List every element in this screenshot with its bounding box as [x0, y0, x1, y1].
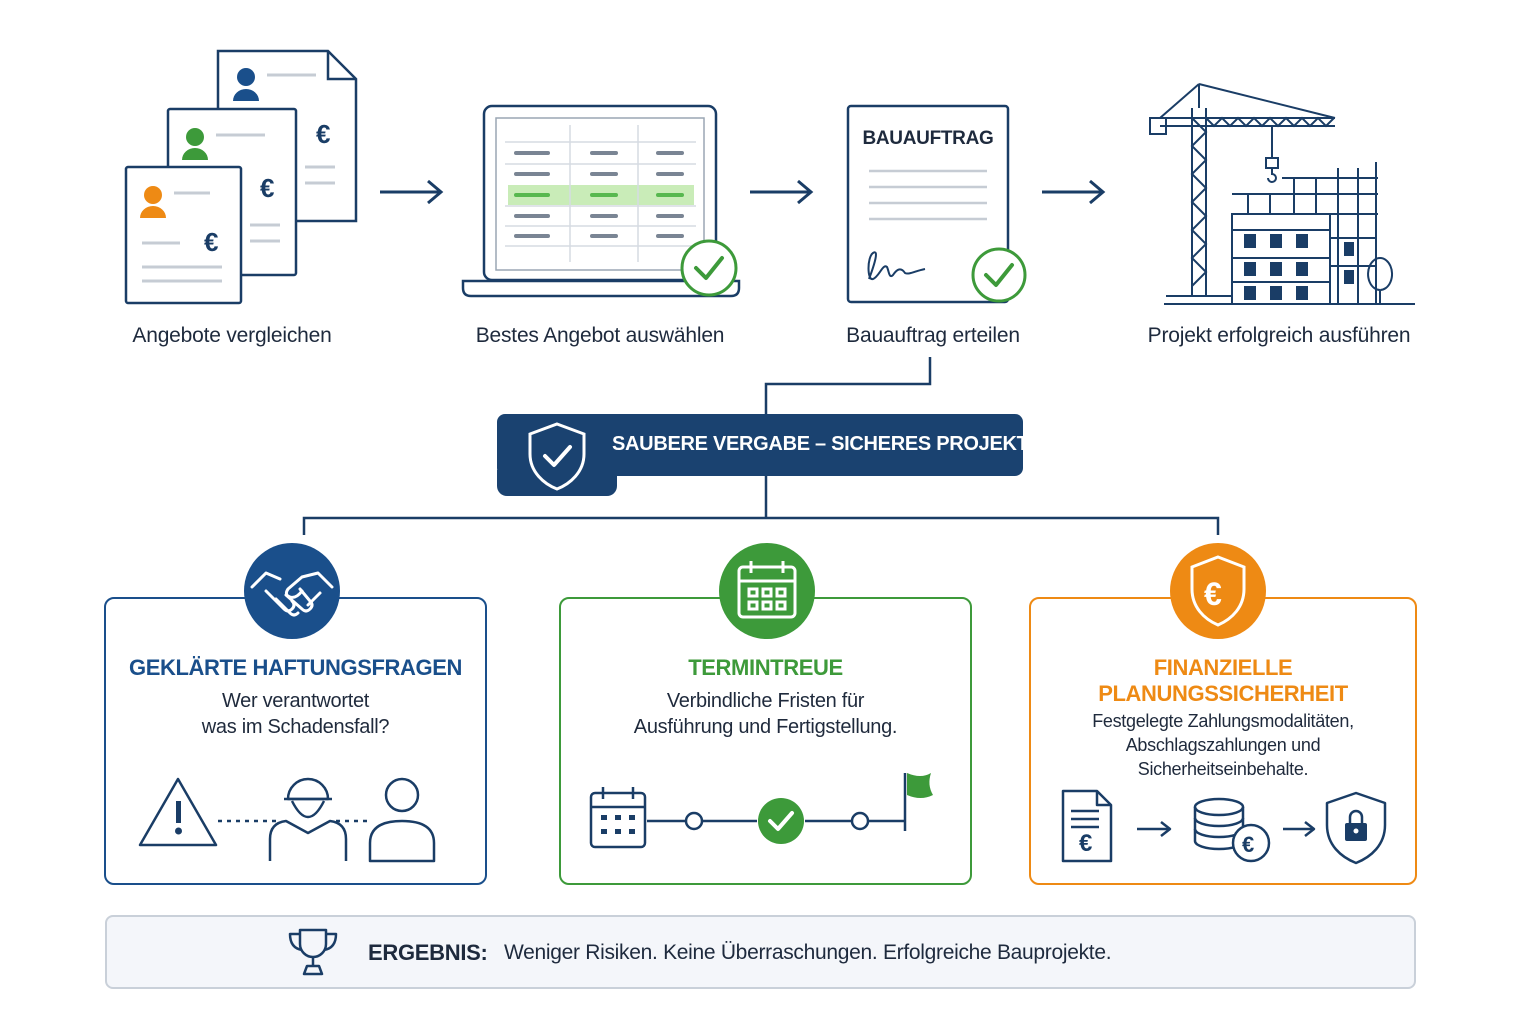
step-label-award: Bauauftrag erteilen — [846, 324, 1020, 347]
card-title: PLANUNGSSICHERHEIT — [1098, 681, 1348, 706]
card-liability: GEKLÄRTE HAFTUNGSFRAGEN Wer verantwortet… — [104, 597, 487, 885]
card-financial: FINANZIELLE PLANUNGSSICHERHEIT Festgeleg… — [1029, 597, 1417, 885]
banner-tab — [497, 470, 617, 496]
contract-document-icon — [845, 103, 1035, 308]
currency-symbol: € — [1242, 832, 1254, 857]
contract-title: BAUAUFTRAG — [862, 128, 994, 149]
currency-symbol: € — [204, 227, 218, 257]
currency-symbol: € — [260, 173, 274, 203]
card-description-line: was im Schadensfall? — [201, 716, 390, 738]
card-title: TERMINTREUE — [688, 655, 843, 680]
payment-flow-icon: € € — [1061, 789, 1387, 865]
construction-crane-icon — [1140, 78, 1425, 310]
card-schedule: TERMINTREUE Verbindliche Fristen für Aus… — [559, 597, 972, 885]
card-description-line: Ausführung und Fertigstellung. — [633, 716, 898, 738]
liability-people-icon — [138, 777, 436, 863]
card-description-line: Verbindliche Fristen für — [666, 690, 865, 712]
card-description-line: Festgelegte Zahlungsmodalitäten, — [1092, 711, 1354, 731]
step-label-compare: Angebote vergleichen — [132, 324, 332, 347]
card-description-line: Abschlagszahlungen und — [1125, 735, 1321, 755]
currency-symbol: € — [1204, 576, 1222, 612]
timeline-milestones-icon — [589, 773, 933, 849]
banner-text: SAUBERE VERGABE – SICHERES PROJEKT — [612, 433, 1029, 455]
currency-symbol: € — [1079, 830, 1092, 857]
handshake-icon — [244, 543, 340, 639]
calendar-icon — [719, 543, 815, 639]
euro-shield-icon: € — [1170, 543, 1266, 639]
trophy-icon — [286, 924, 340, 980]
card-title: GEKLÄRTE HAFTUNGSFRAGEN — [128, 655, 462, 680]
laptop-table-icon — [460, 100, 745, 305]
step-label-select: Bestes Angebot auswählen — [475, 324, 725, 347]
currency-symbol: € — [316, 119, 330, 149]
result-label: ERGEBNIS: — [368, 940, 488, 965]
offer-documents-icon: € € € — [120, 45, 370, 310]
result-text: Weniger Risiken. Keine Überraschungen. E… — [504, 941, 1112, 964]
card-title: FINANZIELLE — [1153, 655, 1293, 680]
shield-check-icon — [524, 420, 590, 492]
card-description-line: Sicherheitseinbehalte. — [1137, 759, 1309, 779]
card-description-line: Wer verantwortet — [221, 690, 370, 712]
step-label-execute: Projekt erfolgreich ausführen — [1147, 324, 1411, 347]
